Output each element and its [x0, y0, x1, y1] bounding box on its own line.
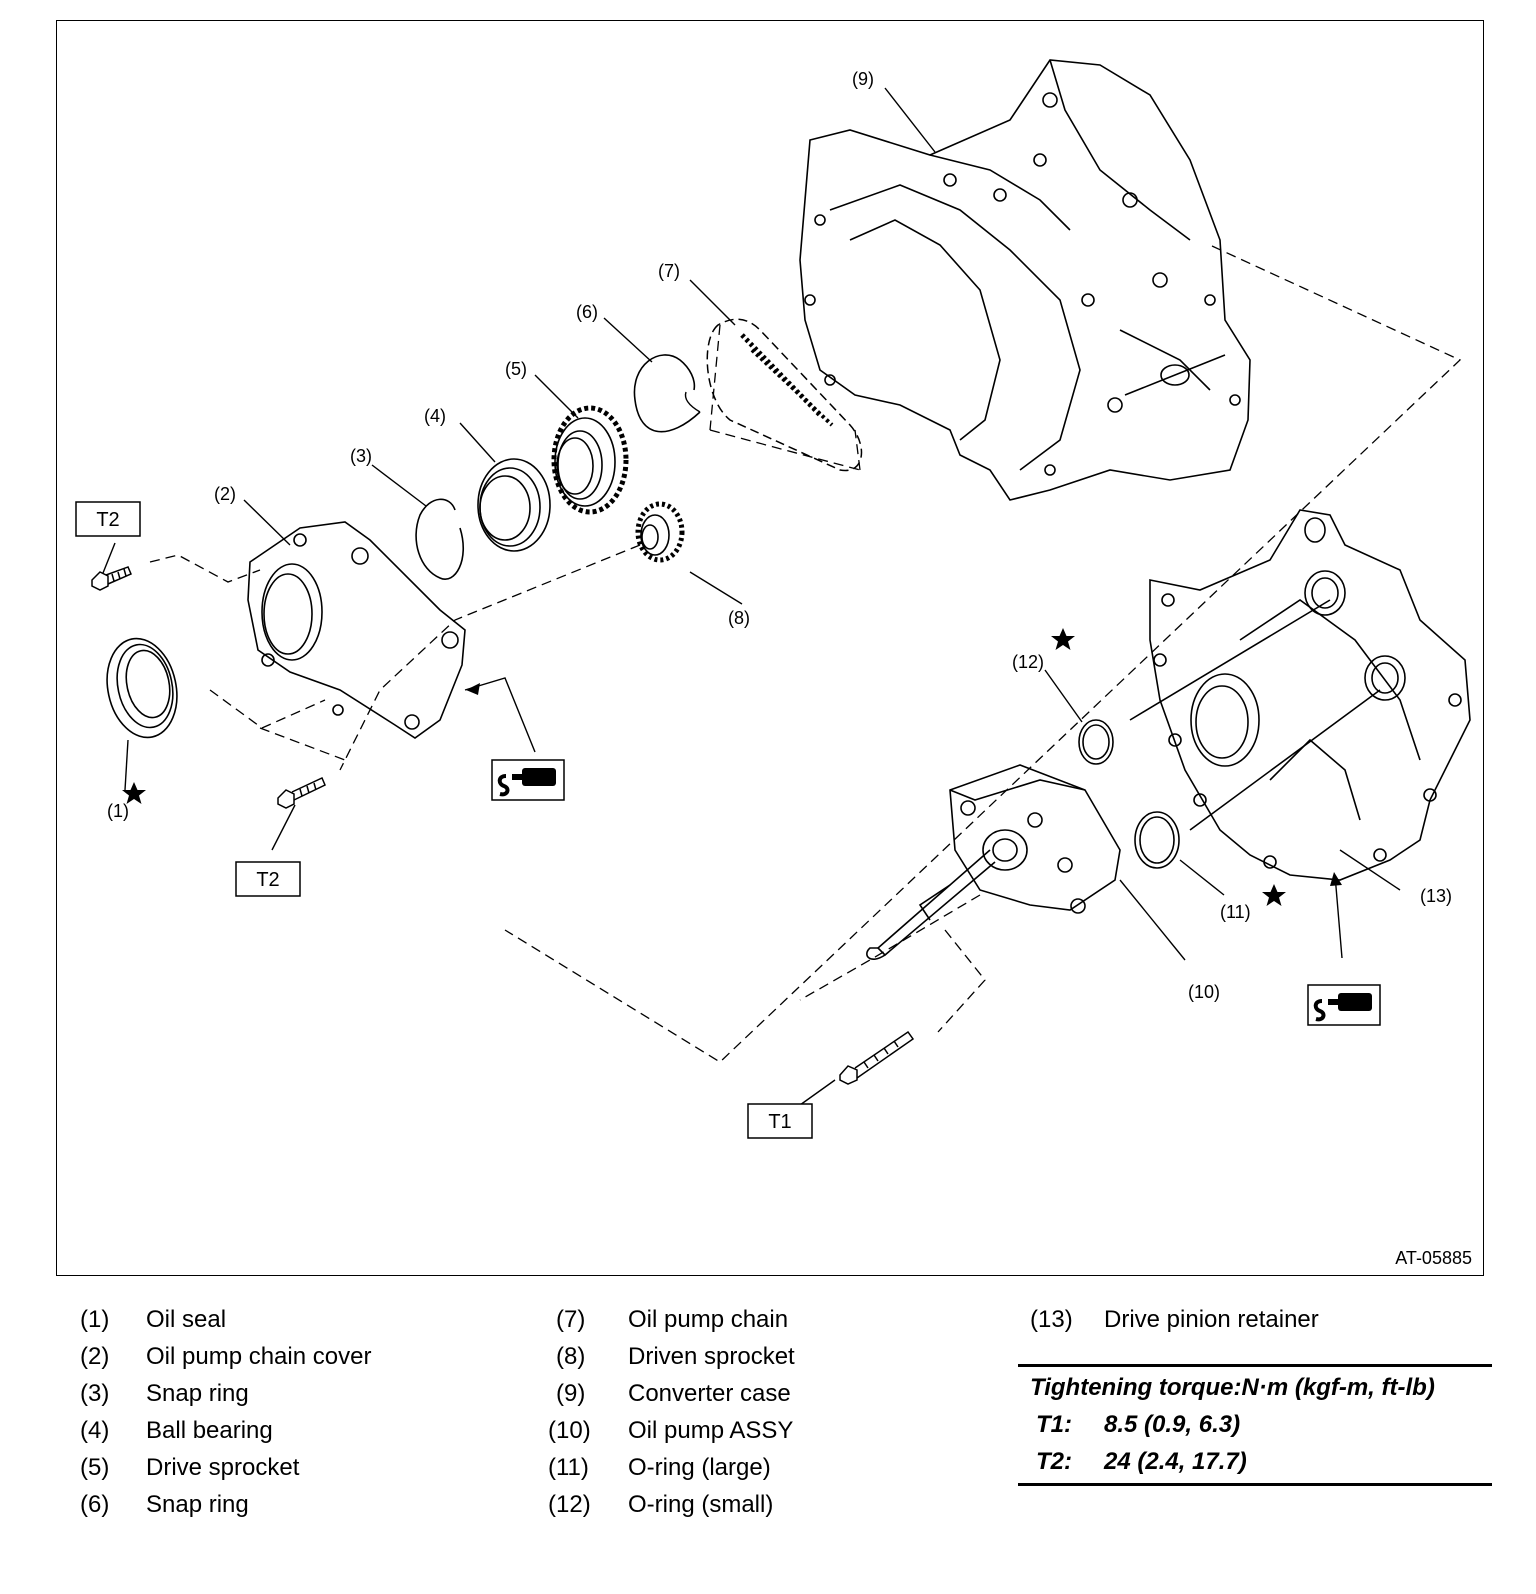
- legend-number: (4): [80, 1417, 110, 1444]
- oil-pump-assy: [866, 764, 1121, 960]
- torque-box-label: T1: [768, 1111, 791, 1133]
- bolt-t2-lower: [277, 776, 326, 809]
- legend-part-name: Ball bearing: [146, 1417, 273, 1444]
- legend-part-name: Snap ring: [146, 1491, 249, 1518]
- callout-5: (5): [505, 359, 527, 379]
- callout-10: (10): [1188, 982, 1220, 1002]
- legend-number: (11): [548, 1454, 589, 1481]
- converter-case: [799, 59, 1251, 501]
- sealant-applicator-icon: [490, 758, 566, 802]
- torque-box-t2-lower: T2: [235, 861, 301, 897]
- callout-labels: (1) (2) (3) (4) (5) (6) (7) (8) (9) (10)…: [107, 69, 1452, 1002]
- figure-id-code: AT-05885: [1395, 1248, 1472, 1268]
- callout-1: (1): [107, 801, 129, 821]
- torque-box-t1: T1: [747, 1103, 813, 1139]
- callout-8: (8): [728, 608, 750, 628]
- legend-part-name: Oil seal: [146, 1306, 227, 1333]
- drive-pinion-retainer: [1129, 509, 1471, 881]
- legend-part-name: O-ring (small): [628, 1491, 774, 1518]
- drive-sprocket: [551, 405, 629, 515]
- table-rule-top: [1018, 1364, 1492, 1367]
- ball-bearing: [477, 458, 551, 552]
- legend-part-name: Oil pump ASSY: [628, 1417, 794, 1444]
- leader-lines: [102, 87, 1401, 1106]
- oil-seal: [106, 637, 178, 739]
- snap-ring-6: [633, 354, 701, 433]
- legend-number: (12): [548, 1491, 591, 1518]
- legend-part-name: Snap ring: [146, 1380, 249, 1407]
- legend-part-name: Drive sprocket: [146, 1454, 300, 1481]
- oil-pump-chain: [706, 318, 863, 472]
- legend-number: (1): [80, 1306, 110, 1333]
- oil-pump-chain-cover: [247, 521, 466, 739]
- callout-3: (3): [350, 446, 372, 466]
- figure-frame: [56, 20, 1484, 1276]
- legend-number: (8): [556, 1343, 586, 1370]
- torque-box-t2-upper: T2: [75, 501, 141, 537]
- torque-box-label: T2: [256, 869, 279, 891]
- legend-part-name: Oil pump chain cover: [146, 1343, 372, 1370]
- legend-part-name: Driven sprocket: [628, 1343, 795, 1370]
- torque-box-label: T2: [96, 509, 119, 531]
- star-icon: [1051, 628, 1075, 650]
- legend-number: (10): [548, 1417, 591, 1444]
- legend-number: (5): [80, 1454, 110, 1481]
- torque-heading: Tightening torque:N·m (kgf-m, ft-lb): [1030, 1374, 1435, 1401]
- legend-part-name: Oil pump chain: [628, 1306, 789, 1333]
- legend-number: (9): [556, 1380, 586, 1407]
- legend-number: (2): [80, 1343, 110, 1370]
- driven-sprocket: [635, 501, 685, 563]
- callout-6: (6): [576, 302, 598, 322]
- torque-label-t2: T2:: [1036, 1448, 1072, 1475]
- o-ring-small: [1078, 719, 1114, 765]
- callout-7: (7): [658, 261, 680, 281]
- torque-label-t1: T1:: [1036, 1411, 1072, 1438]
- bolt-t1: [839, 1030, 915, 1085]
- legend-number: (13): [1030, 1306, 1073, 1333]
- table-rule-bottom: [1018, 1483, 1492, 1486]
- bolt-t2-upper: [91, 566, 132, 591]
- snap-ring-3: [415, 498, 465, 580]
- star-icon: [1262, 884, 1286, 906]
- callout-4: (4): [424, 406, 446, 426]
- callout-12: (12): [1012, 652, 1044, 672]
- legend-part-name: Drive pinion retainer: [1104, 1306, 1319, 1333]
- callout-11: (11): [1220, 902, 1251, 922]
- callout-9: (9): [852, 69, 874, 89]
- torque-value-t2: 24 (2.4, 17.7): [1104, 1448, 1247, 1475]
- legend-part-name: O-ring (large): [628, 1454, 771, 1481]
- legend-number: (3): [80, 1380, 110, 1407]
- assembly-guide-lines: [149, 245, 1462, 1063]
- o-ring-large: [1134, 811, 1180, 869]
- legend-part-name: Converter case: [628, 1380, 791, 1407]
- callout-13: (13): [1420, 886, 1452, 906]
- torque-value-t1: 8.5 (0.9, 6.3): [1104, 1411, 1241, 1438]
- legend-number: (7): [556, 1306, 586, 1333]
- sealant-applicator-icon: [1306, 983, 1382, 1027]
- legend-number: (6): [80, 1491, 110, 1518]
- callout-2: (2): [214, 484, 236, 504]
